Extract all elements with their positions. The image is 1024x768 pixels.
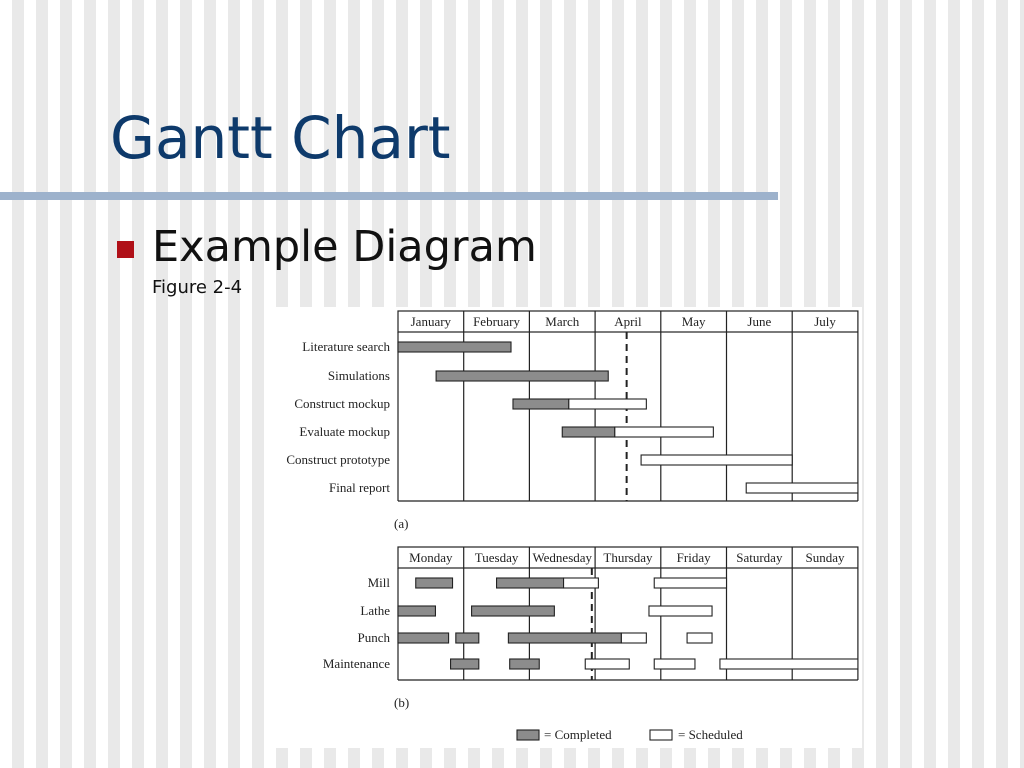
scheduled-bar [563,577,599,589]
column-header: Monday [409,550,453,565]
task-label: Maintenance [323,656,390,671]
completed-bar [435,370,609,382]
column-header: March [545,314,579,329]
completed-bar [415,577,454,589]
task-label: Construct prototype [286,452,390,467]
task-label: Simulations [328,368,390,383]
header-frame [397,546,859,569]
scheduled-bar [568,398,647,410]
completed-bar [471,605,555,617]
bullet-square-icon [117,241,134,258]
scheduled-bar [640,454,793,466]
column-header: Thursday [603,550,653,565]
column-header: April [614,314,642,329]
column-header: February [473,314,520,329]
completed-bar [507,632,622,644]
task-label: Construct mockup [294,396,390,411]
completed-bar [512,398,570,410]
column-header: May [682,314,706,329]
title-divider [0,192,778,200]
column-header: Tuesday [475,550,519,565]
panel-label: (b) [394,695,409,710]
legend-completed-label: = Completed [544,727,612,742]
column-header: July [814,314,836,329]
legend-scheduled-label: = Scheduled [678,727,743,742]
bullet-text: Example Diagram [152,222,537,272]
completed-bar [455,632,480,644]
scheduled-bar [620,632,647,644]
scheduled-bar [614,426,714,438]
gantt-figure: January February March April May June JulyLite… [286,310,859,742]
column-header: Wednesday [532,550,592,565]
column-header: June [747,314,771,329]
scheduled-bar [653,577,728,589]
completed-bar [397,605,436,617]
completed-bar [397,341,512,353]
task-label: Literature search [302,339,390,354]
legend-scheduled-swatch [649,729,673,741]
completed-bar [450,658,480,670]
slide-title: Gantt Chart [110,104,451,172]
scheduled-bar [653,658,696,670]
completed-bar [509,658,540,670]
column-header: Saturday [736,550,783,565]
task-label: Evaluate mockup [299,424,390,439]
scheduled-bar [648,605,713,617]
column-header: Friday [677,550,711,565]
scheduled-bar [584,658,630,670]
panel-label: (a) [394,516,408,531]
completed-bar [561,426,616,438]
completed-bar [397,632,450,644]
legend-completed-swatch [516,729,540,741]
column-header: January [411,314,452,329]
scheduled-bar [719,658,859,670]
figure-caption: Figure 2-4 [152,277,243,298]
header-frame [397,310,859,333]
task-label: Mill [368,575,391,590]
scheduled-bar [745,482,859,494]
task-label: Punch [358,630,391,645]
completed-bar [496,577,565,589]
column-header: Sunday [806,550,846,565]
scheduled-bar [686,632,713,644]
task-label: Lathe [360,603,390,618]
task-label: Final report [329,480,390,495]
